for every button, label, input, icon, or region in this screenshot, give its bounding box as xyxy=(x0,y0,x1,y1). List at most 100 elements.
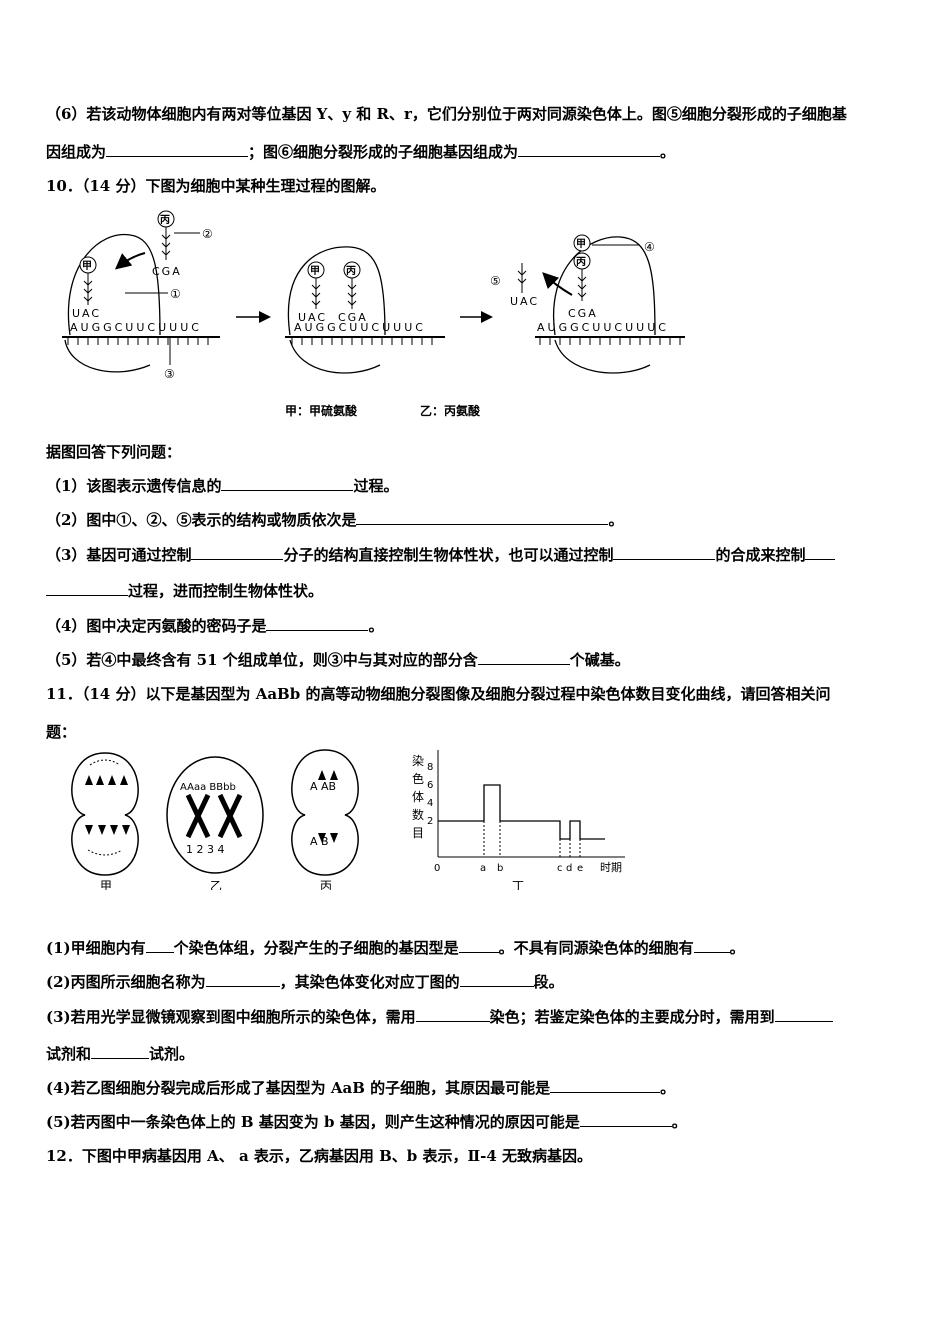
y-char: 体 xyxy=(412,790,424,804)
text: 。不具有同源染色体的细胞有 xyxy=(498,939,694,957)
label-ding: 丁 xyxy=(512,879,524,890)
y-char: 染 xyxy=(412,753,424,768)
text: (1)甲细胞内有 xyxy=(46,939,146,957)
answer-blank[interactable] xyxy=(221,476,354,491)
answer-blank[interactable] xyxy=(415,1007,490,1022)
text: (5)若丙图中一条染色体上的 B 基因变为 b 基因，则产生这种情况的原因可能是 xyxy=(46,1113,580,1131)
q10-sub2: （2）图中①、②、⑤表示的结构或物质依次是 。 xyxy=(46,509,623,530)
anticodon-cga-3: CGA xyxy=(568,307,598,320)
ribosome-small-subunit xyxy=(64,339,151,373)
q9-part6-text-b: ；图⑥细胞分裂形成的子细胞基因组成为 xyxy=(248,143,519,161)
text: 过程，进而控制生物体性状。 xyxy=(128,582,324,600)
q11-header: 11．（14 分）以下是基因型为 AaBb 的高等动物细胞分裂图像及细胞分裂过程… xyxy=(46,683,830,704)
x-tick: a xyxy=(480,863,486,874)
answer-blank[interactable] xyxy=(477,650,570,665)
y-tick: 4 xyxy=(427,798,433,809)
q11-header-cont: 题： xyxy=(46,721,76,742)
answer-blank[interactable] xyxy=(91,1044,150,1059)
answer-blank[interactable] xyxy=(356,510,609,525)
q11-sub3-cont: 试剂和 试剂。 xyxy=(46,1043,194,1064)
text: 。 xyxy=(671,1113,687,1131)
y-tick: 8 xyxy=(427,762,433,773)
y-char: 目 xyxy=(412,826,424,840)
answer-blank[interactable] xyxy=(106,142,249,157)
stage-1: AUGGCUUCUUUC UAC 甲 丙 CGA ② ① ③ xyxy=(62,210,220,381)
text: 。 xyxy=(608,511,624,529)
text: 11．（14 分）以下是基因型为 AaBb 的高等动物细胞分裂图像及细胞分裂过程… xyxy=(46,685,831,703)
answer-blank[interactable] xyxy=(550,1078,661,1093)
text: (2)丙图所示细胞名称为 xyxy=(46,973,206,991)
q10-sub1: （1）该图表示遗传信息的 过程。 xyxy=(46,475,398,496)
q10-sub5: （5）若④中最终含有 51 个组成单位，则③中与其对应的部分含个碱基。 xyxy=(46,649,630,670)
q11-sub4: (4)若乙图细胞分裂完成后形成了基因型为 AaB 的子细胞，其原因最可能是 。 xyxy=(46,1077,675,1098)
answer-blank[interactable] xyxy=(458,938,499,953)
text: 个碱基。 xyxy=(569,651,630,669)
x-tick: b xyxy=(497,863,503,874)
answer-blank[interactable] xyxy=(613,545,716,560)
q10-intro-text: 据图回答下列问题： xyxy=(46,443,182,461)
answer-blank[interactable] xyxy=(774,1007,833,1022)
label-2: ② xyxy=(202,227,213,241)
y-tick: 2 xyxy=(427,816,433,827)
text: 。 xyxy=(368,617,384,635)
mrna-sequence-3: AUGGCUUCUUUC xyxy=(537,321,669,334)
yi-genes: AAaa BBbb xyxy=(180,782,236,793)
q10-sub3: （3）基因可通过控制分子的结构直接控制生物体性状，也可以通过控制的合成来控制 xyxy=(46,544,836,565)
answer-blank[interactable] xyxy=(145,938,174,953)
anticodon-cga: CGA xyxy=(152,265,182,278)
cell-division-figure: 甲 AAaa BBbb 1 2 3 4 乙 A AB A B 丙 染 色 体 数… xyxy=(71,749,625,890)
q9-part6-line2: 因组成为；图⑥细胞分裂形成的子细胞基因组成为。 xyxy=(46,141,675,162)
text: 试剂和 xyxy=(46,1045,92,1063)
text: 试剂。 xyxy=(149,1045,195,1063)
anticodon-cga-2: CGA xyxy=(338,311,368,324)
answer-blank[interactable] xyxy=(693,938,730,953)
caption-yi: 乙：丙氨酸 xyxy=(420,403,481,418)
text: 的合成来控制 xyxy=(715,546,806,564)
mrna-sequence: AUGGCUUCUUUC xyxy=(70,321,202,334)
translation-figure: AUGGCUUCUUUC UAC 甲 丙 CGA ② ① ③ AUGGCUUCU… xyxy=(62,210,685,418)
text: （4）图中决定丙氨酸的密码子是 xyxy=(46,617,267,635)
text: (3)若用光学显微镜观察到图中细胞所示的染色体，需用 xyxy=(46,1008,416,1026)
q10-header-text: 10．（14 分）下图为细胞中某种生理过程的图解。 xyxy=(46,177,386,195)
q11-sub5: (5)若丙图中一条染色体上的 B 基因变为 b 基因，则产生这种情况的原因可能是… xyxy=(46,1111,687,1132)
label-3: ③ xyxy=(164,367,175,381)
answer-blank[interactable] xyxy=(518,142,661,157)
bing-top-genes: A AB xyxy=(310,780,336,793)
text: 。 xyxy=(660,1079,676,1097)
trna-jia xyxy=(83,273,93,305)
text: 个染色体组，分裂产生的子细胞的基因型是 xyxy=(173,939,459,957)
answer-blank[interactable] xyxy=(266,616,369,631)
arrow xyxy=(114,252,146,270)
text: 染色；若鉴定染色体的主要成分时，需用到 xyxy=(489,1008,775,1026)
bing-label-3: 丙 xyxy=(576,256,586,268)
q9-part6-line1: （6）若该动物体细胞内有两对等位基因 Y、y 和 R、r，它们分别位于两对同源染… xyxy=(46,103,847,124)
anticodon-uac-3: UAC xyxy=(510,295,539,308)
y-tick: 6 xyxy=(427,780,433,791)
text: (4)若乙图细胞分裂完成后形成了基因型为 AaB 的子细胞，其原因最可能是 xyxy=(46,1079,551,1097)
label-yi: 乙 xyxy=(210,879,222,890)
label-5: ⑤ xyxy=(490,274,501,288)
answer-blank[interactable] xyxy=(579,1112,672,1127)
bing-label: 丙 xyxy=(160,214,170,226)
label-bing: 丙 xyxy=(320,879,332,890)
answer-blank[interactable] xyxy=(805,545,836,560)
text: 过程。 xyxy=(353,477,399,495)
text: （1）该图表示遗传信息的 xyxy=(46,477,222,495)
answer-blank[interactable] xyxy=(459,972,534,987)
y-char: 数 xyxy=(412,807,424,822)
x-label: 时期 xyxy=(600,861,622,874)
jia-label-2: 甲 xyxy=(310,265,320,277)
answer-blank[interactable] xyxy=(205,972,280,987)
q10-sub3-cont: 过程，进而控制生物体性状。 xyxy=(46,580,323,601)
ribosome-large-subunit xyxy=(67,233,161,336)
jia-label-3: 甲 xyxy=(576,238,586,250)
text: （2）图中①、②、⑤表示的结构或物质依次是 xyxy=(46,511,357,529)
answer-blank[interactable] xyxy=(46,581,128,596)
anticodon-uac: UAC xyxy=(72,307,101,320)
yi-numbers: 1 2 3 4 xyxy=(186,843,224,856)
label-1: ① xyxy=(170,287,181,301)
q11-sub1: (1)甲细胞内有 个染色体组，分裂产生的子细胞的基因型是 。不具有同源染色体的细胞有… xyxy=(46,937,745,958)
answer-blank[interactable] xyxy=(191,545,284,560)
text: （3）基因可通过控制 xyxy=(46,546,192,564)
x-tick: d xyxy=(566,863,572,874)
